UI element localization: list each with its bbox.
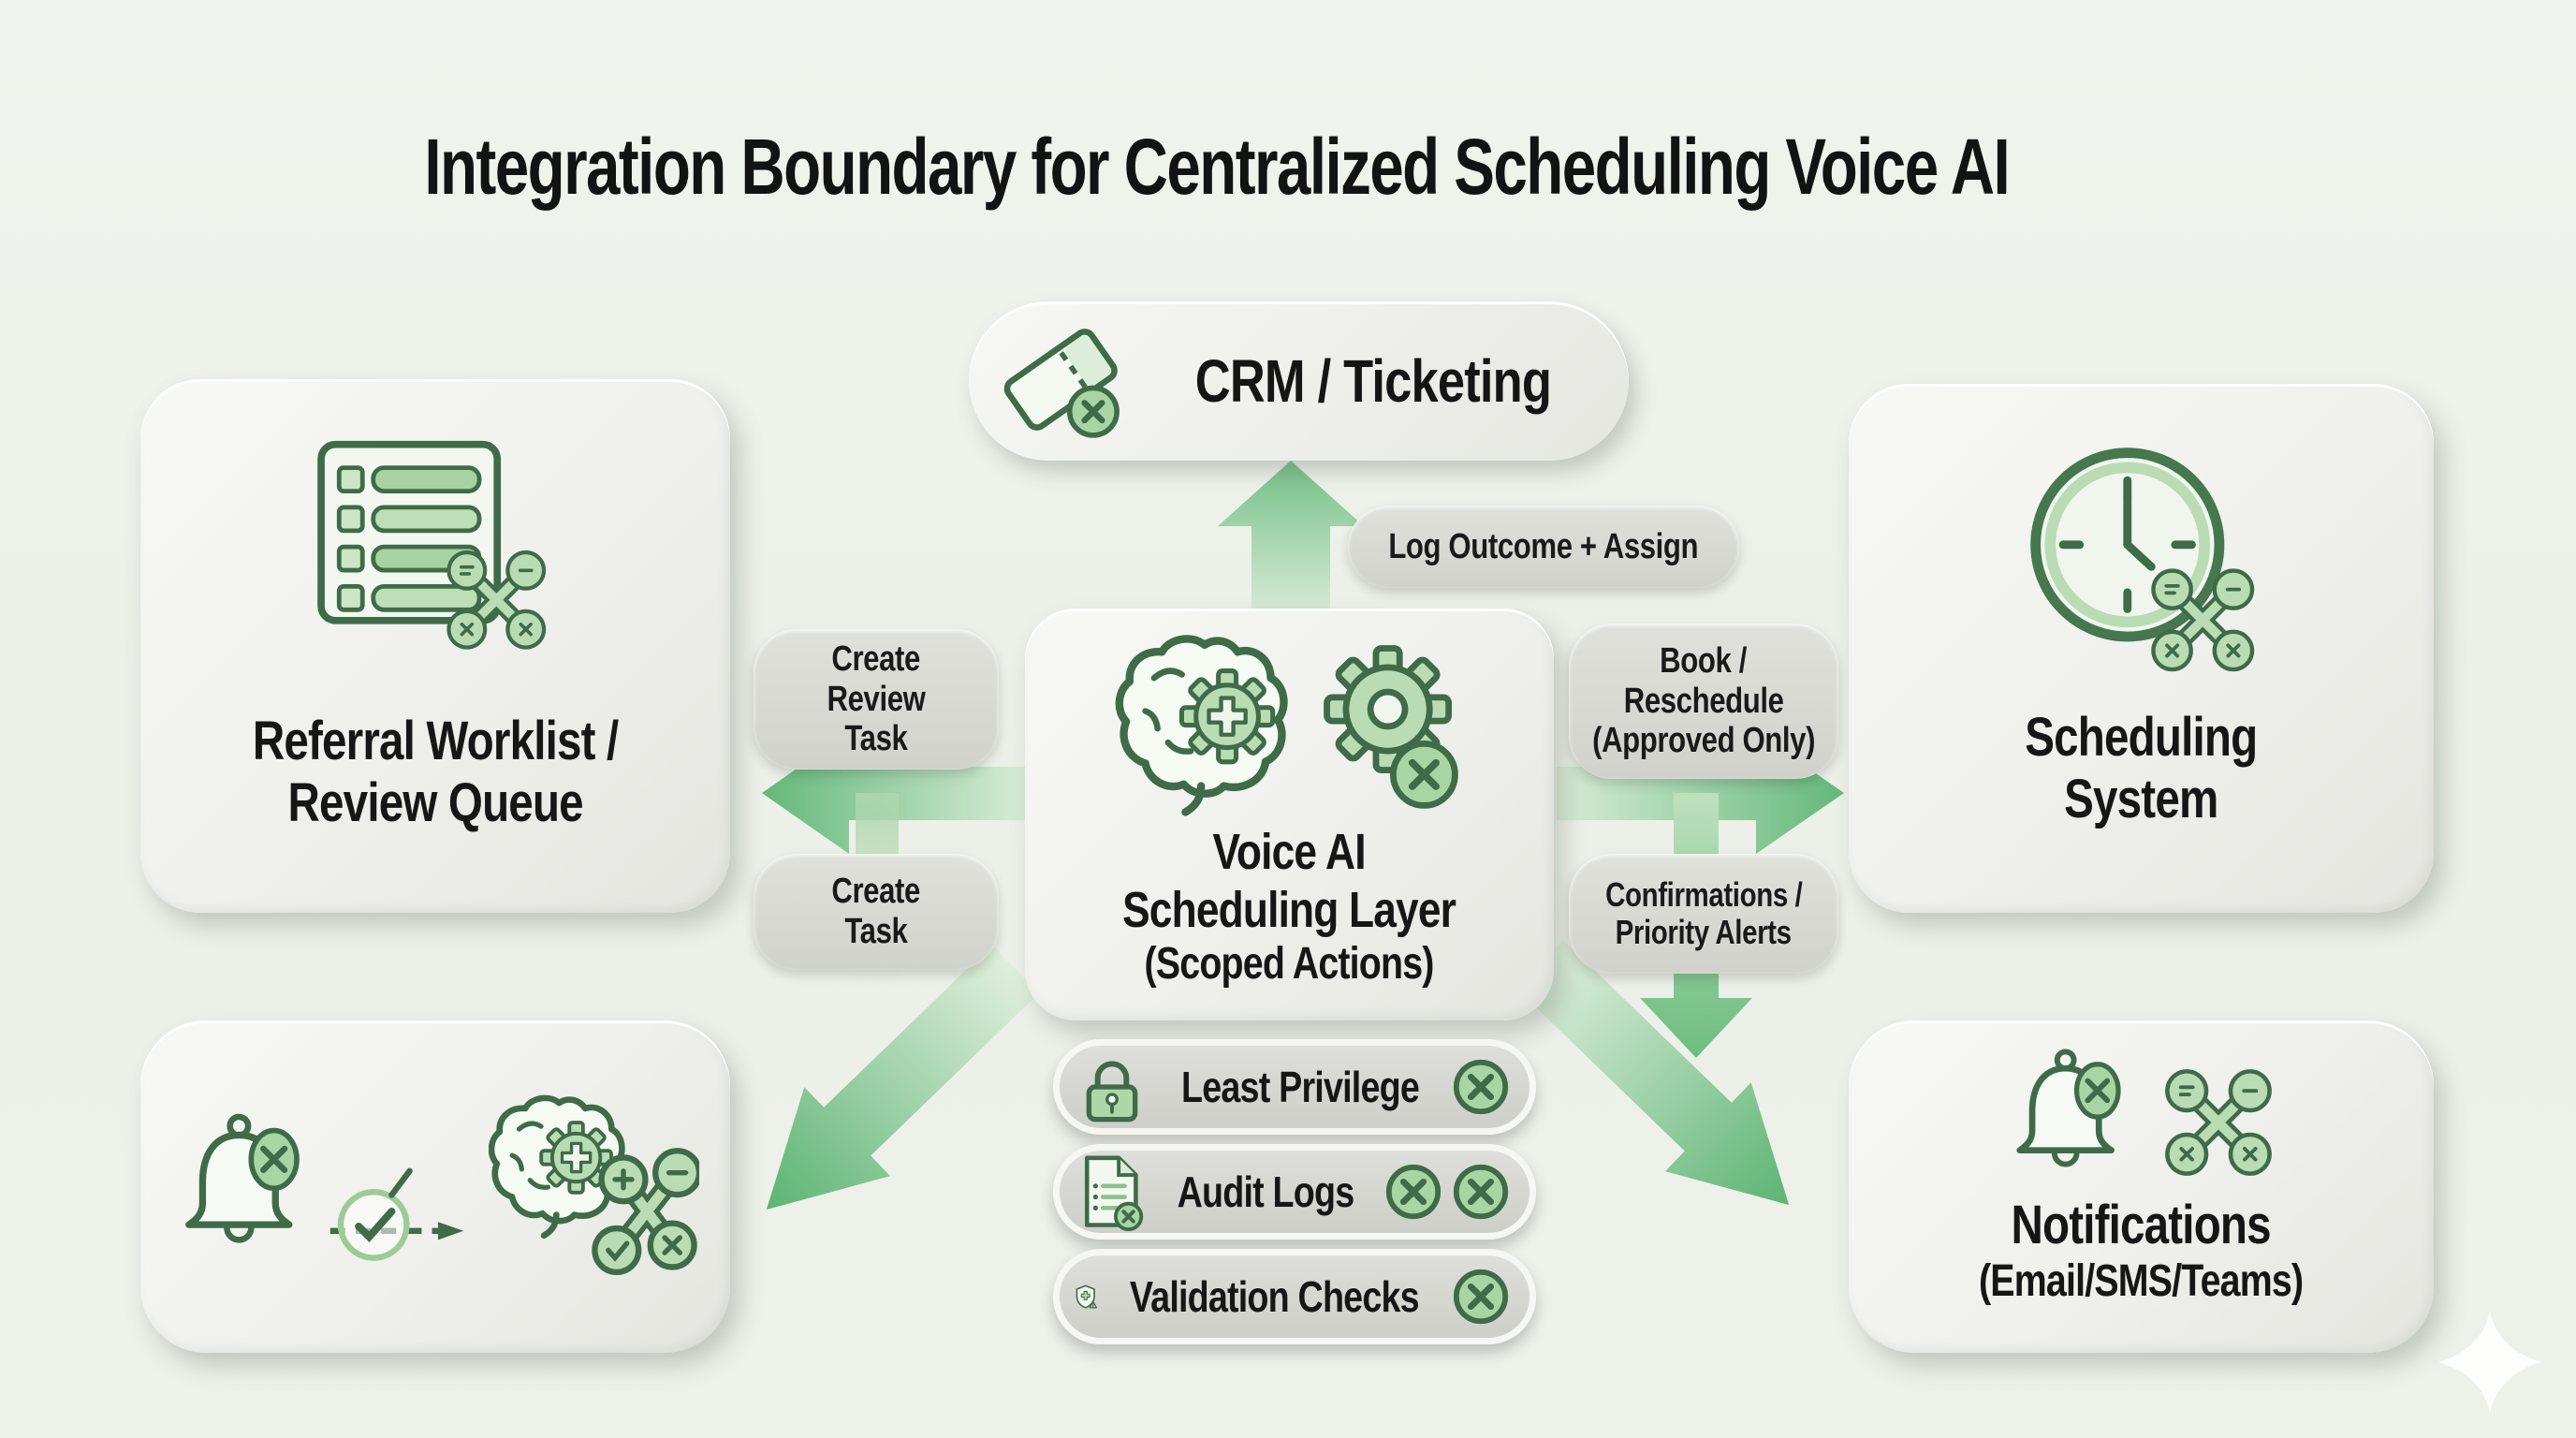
arrow-diagonal-to-exceptions	[766, 945, 1040, 1211]
edge-label-confirmations: Confirmations / Priority Alerts	[1569, 854, 1838, 974]
node-voice-ai-layer: Voice AI Scheduling Layer (Scoped Action…	[1025, 609, 1554, 1020]
safeguard-label: Least Privilege	[1181, 1063, 1420, 1111]
node-scheduling-label-line2: System	[2064, 769, 2218, 830]
edge-label-line: (Approved Only)	[1592, 721, 1815, 761]
edge-label-line: Task	[844, 719, 908, 759]
bell-x-icon	[184, 1113, 300, 1243]
edge-label-line: Review	[827, 679, 926, 719]
safeguard-label: Validation Checks	[1130, 1272, 1420, 1321]
node-voice-ai-label-line1: Voice AI	[1212, 824, 1367, 880]
node-referral-label-line2: Review Queue	[287, 772, 583, 834]
arrow-diagonal-to-notifications	[1515, 940, 1790, 1206]
shield-validation-icon	[1076, 1284, 1098, 1309]
node-voice-ai-label: Voice AI Scheduling Layer (Scoped Action…	[1086, 824, 1492, 990]
x-circle-icon	[1453, 1059, 1509, 1115]
node-scheduling-label: Scheduling System	[1999, 707, 2283, 830]
node-notifications-label-line1: Notifications	[2011, 1195, 2272, 1255]
worklist-icon	[317, 440, 576, 662]
node-scheduling-label-line1: Scheduling	[2025, 707, 2258, 768]
safeguard-audit-logs: Audit Logs	[1053, 1144, 1536, 1240]
brain-network-icon	[489, 1091, 699, 1275]
audit-log-icon	[1084, 1155, 1144, 1232]
x-circle-icon	[1453, 1164, 1509, 1220]
node-scheduling-system: Scheduling System	[1849, 384, 2434, 913]
brain-gear-icon	[1111, 631, 1308, 818]
safeguard-label: Audit Logs	[1177, 1167, 1355, 1216]
node-voice-ai-label-line2: Scheduling Layer	[1122, 881, 1457, 938]
edge-label-line: Book /	[1660, 641, 1748, 682]
node-referral-label-line1: Referral Worklist /	[252, 711, 619, 771]
edge-label-line: Create	[831, 639, 921, 680]
edge-label-line: Task	[844, 912, 908, 951]
clock-x-icon	[2030, 448, 2265, 684]
ticket-icon	[1003, 329, 1120, 438]
node-crm-label: CRM / Ticketing	[1194, 347, 1552, 415]
node-referral-worklist: Referral Worklist / Review Queue	[140, 379, 730, 913]
node-exceptions-alerts	[140, 1020, 730, 1353]
node-referral-label: Referral Worklist / Review Queue	[212, 711, 658, 834]
x-circle-icon	[1453, 1269, 1509, 1325]
edge-label-line: Confirmations /	[1604, 874, 1803, 914]
gear-x-icon	[1313, 634, 1458, 809]
edge-label-create-task: Create Task	[754, 854, 999, 970]
check-route-icon	[329, 1167, 463, 1261]
sparkle-icon	[2438, 1311, 2541, 1414]
safeguard-least-privilege: Least Privilege	[1053, 1039, 1536, 1135]
edge-label-create-review-task: Create Review Task	[754, 629, 999, 770]
edge-label-line: Priority Alerts	[1616, 913, 1792, 951]
edge-label-line: Reschedule	[1623, 681, 1784, 721]
edge-label-log-outcome: Log Outcome + Assign	[1348, 506, 1739, 588]
x-circle-icon	[1385, 1164, 1442, 1220]
edge-label-line: Create	[831, 872, 921, 912]
node-notifications-label: Notifications (Email/SMS/Teams)	[1943, 1195, 2338, 1308]
diagram-title: Integration Boundary for Centralized Sch…	[424, 123, 2010, 211]
bell-x-icon	[2015, 1049, 2121, 1167]
safeguard-validation-checks: Validation Checks	[1053, 1249, 1536, 1344]
lock-icon	[1086, 1061, 1138, 1123]
cross-pins-icon	[2158, 1062, 2279, 1183]
node-notifications-label-line2: (Email/SMS/Teams)	[1979, 1256, 2304, 1307]
node-crm-ticketing: CRM / Ticketing	[969, 301, 1629, 461]
node-notifications: Notifications (Email/SMS/Teams)	[1849, 1020, 2434, 1353]
edge-label-book-reschedule: Book / Reschedule (Approved Only)	[1569, 624, 1838, 779]
edge-label-log-outcome-text: Log Outcome + Assign	[1388, 526, 1699, 566]
arrow-up-to-crm	[1218, 461, 1364, 610]
node-voice-ai-subtitle: (Scoped Actions)	[1144, 939, 1435, 990]
